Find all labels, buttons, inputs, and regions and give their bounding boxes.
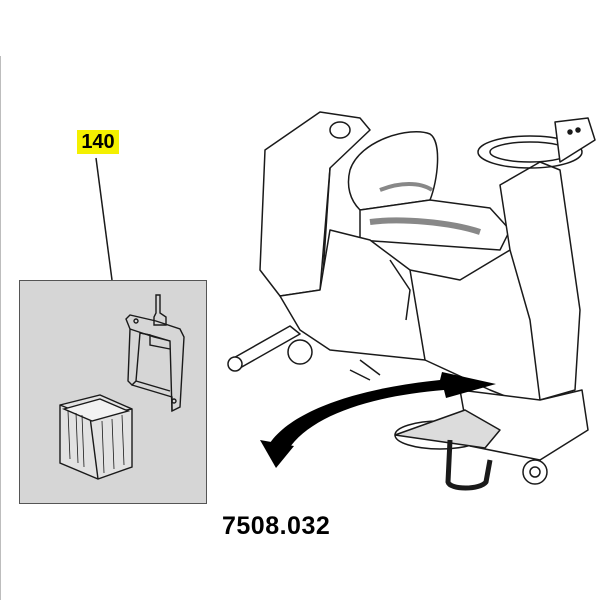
drawing-reference-code: 7508.032: [222, 512, 331, 540]
part-callout: 140: [70, 128, 126, 156]
part-number-label: 140: [77, 130, 119, 154]
page-left-border: [0, 56, 1, 600]
direction-arrow-icon: [260, 372, 496, 468]
inset-drawing: [59, 294, 185, 480]
callout-leader-line: [95, 157, 113, 281]
basket-part-icon: [59, 394, 133, 480]
bracket-part-icon: [125, 294, 185, 413]
parts-inset-panel: [19, 280, 207, 504]
scrubber-machine-illustration: [227, 111, 596, 491]
